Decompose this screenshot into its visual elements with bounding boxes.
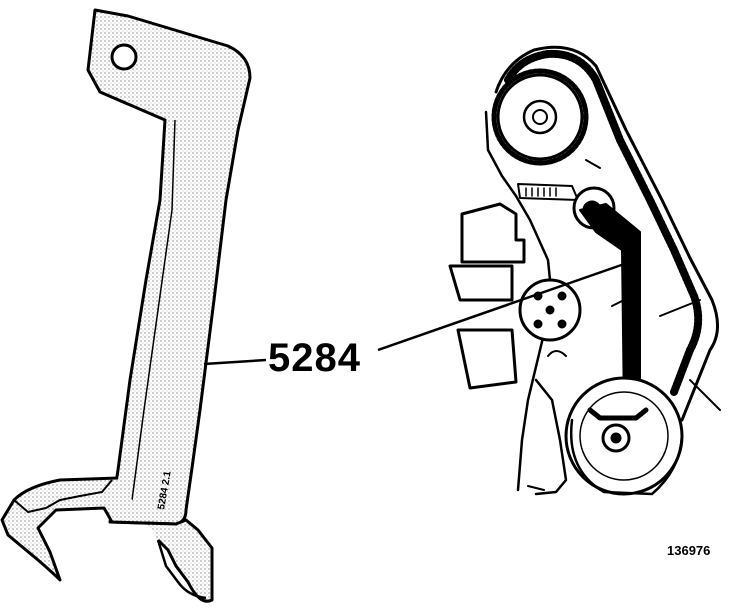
tool-fork-left-lip bbox=[13, 479, 113, 513]
engine-detail-lines bbox=[527, 159, 721, 491]
tool-fork-tooth bbox=[156, 539, 207, 600]
engine-block-lower-left bbox=[456, 328, 518, 390]
tensioner-teeth bbox=[525, 187, 557, 197]
pulley-bolt-5 bbox=[545, 305, 555, 315]
engine-lower-housing bbox=[534, 378, 568, 496]
engine-bracket-upper bbox=[460, 202, 526, 264]
timing-cover-outline bbox=[494, 45, 719, 422]
leader-line-left bbox=[203, 358, 267, 366]
engine-bracket-lower bbox=[448, 264, 514, 302]
tool-5284: 5284 2.1 bbox=[0, 8, 252, 603]
tool-arm-inner-edge bbox=[131, 119, 176, 501]
pulley-bolt-2 bbox=[557, 291, 567, 301]
crankshaft-pulley-inner bbox=[579, 391, 669, 481]
pulley-bolt-3 bbox=[533, 319, 543, 329]
camshaft-pulley-bolt bbox=[532, 109, 548, 125]
figure-number: 136976 bbox=[667, 543, 711, 558]
engine-assembly bbox=[448, 45, 721, 496]
pulley-bolt-4 bbox=[557, 319, 567, 329]
callout-leaders bbox=[203, 258, 634, 366]
callout-label-5284: 5284 bbox=[268, 336, 361, 380]
tool-hole bbox=[110, 43, 138, 71]
tool-arm bbox=[86, 8, 252, 526]
crankshaft-pulley-front bbox=[569, 418, 684, 496]
leader-end-dot bbox=[626, 258, 634, 266]
timing-belt bbox=[504, 49, 703, 396]
timing-cover-inner bbox=[484, 110, 554, 492]
crankshaft-bolt-center bbox=[610, 432, 622, 444]
leader-line-right bbox=[377, 260, 631, 352]
camshaft-pulley-rim bbox=[491, 68, 589, 166]
tensioner-slot bbox=[517, 183, 579, 201]
tool-fork-on-crank bbox=[587, 407, 649, 421]
